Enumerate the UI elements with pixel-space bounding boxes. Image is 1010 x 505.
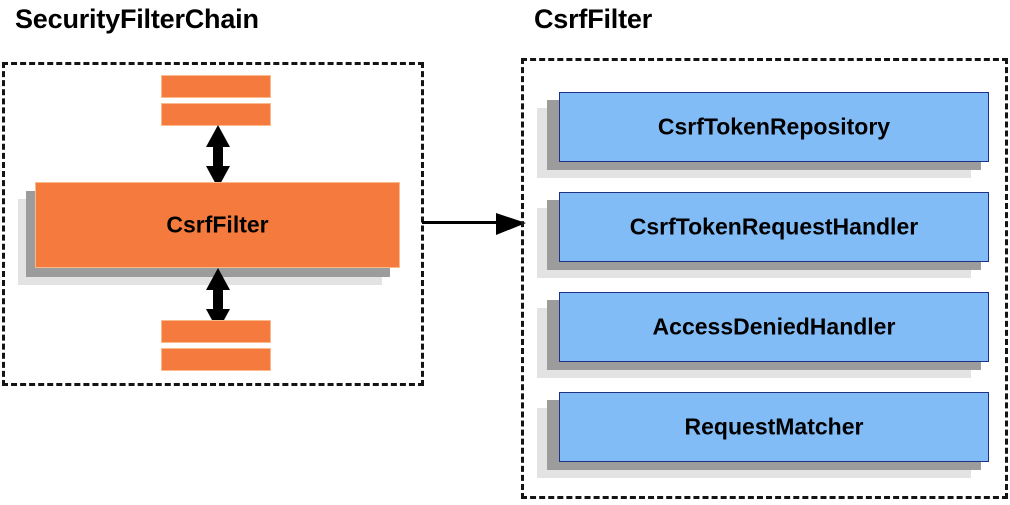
- panel-csrffilter: [521, 58, 1008, 499]
- node-accessdeniedhandler[interactable]: AccessDeniedHandler: [537, 292, 989, 378]
- node-label: RequestMatcher: [684, 413, 864, 440]
- page-title-csrffilter: CsrfFilter: [534, 4, 653, 34]
- node-requestmatcher[interactable]: RequestMatcher: [537, 392, 989, 478]
- filter-bar-bottom-1: [161, 320, 271, 343]
- node-face: AccessDeniedHandler: [559, 292, 989, 362]
- node-face: CsrfFilter: [35, 182, 400, 268]
- filter-bar-top-2: [161, 103, 271, 126]
- node-csrffilter[interactable]: CsrfFilter: [18, 182, 400, 285]
- arrow-double-vertical-top: [196, 125, 240, 188]
- node-face: CsrfTokenRepository: [559, 92, 989, 162]
- filter-bar-bottom-2: [161, 348, 271, 371]
- node-label: CsrfTokenRequestHandler: [629, 213, 919, 240]
- node-csrftokenrepository[interactable]: CsrfTokenRepository: [537, 92, 989, 178]
- node-label: CsrfTokenRepository: [657, 113, 891, 140]
- node-face: RequestMatcher: [559, 392, 989, 462]
- arrow-connector-to-csrffilter: [422, 213, 526, 235]
- node-csrftokenrequesthandler[interactable]: CsrfTokenRequestHandler: [537, 192, 989, 278]
- filter-bar-top-1: [161, 75, 271, 98]
- page-title-securityfilterchain: SecurityFilterChain: [15, 4, 259, 34]
- node-label: AccessDeniedHandler: [652, 313, 896, 340]
- node-face: CsrfTokenRequestHandler: [559, 192, 989, 262]
- node-label: CsrfFilter: [166, 211, 269, 238]
